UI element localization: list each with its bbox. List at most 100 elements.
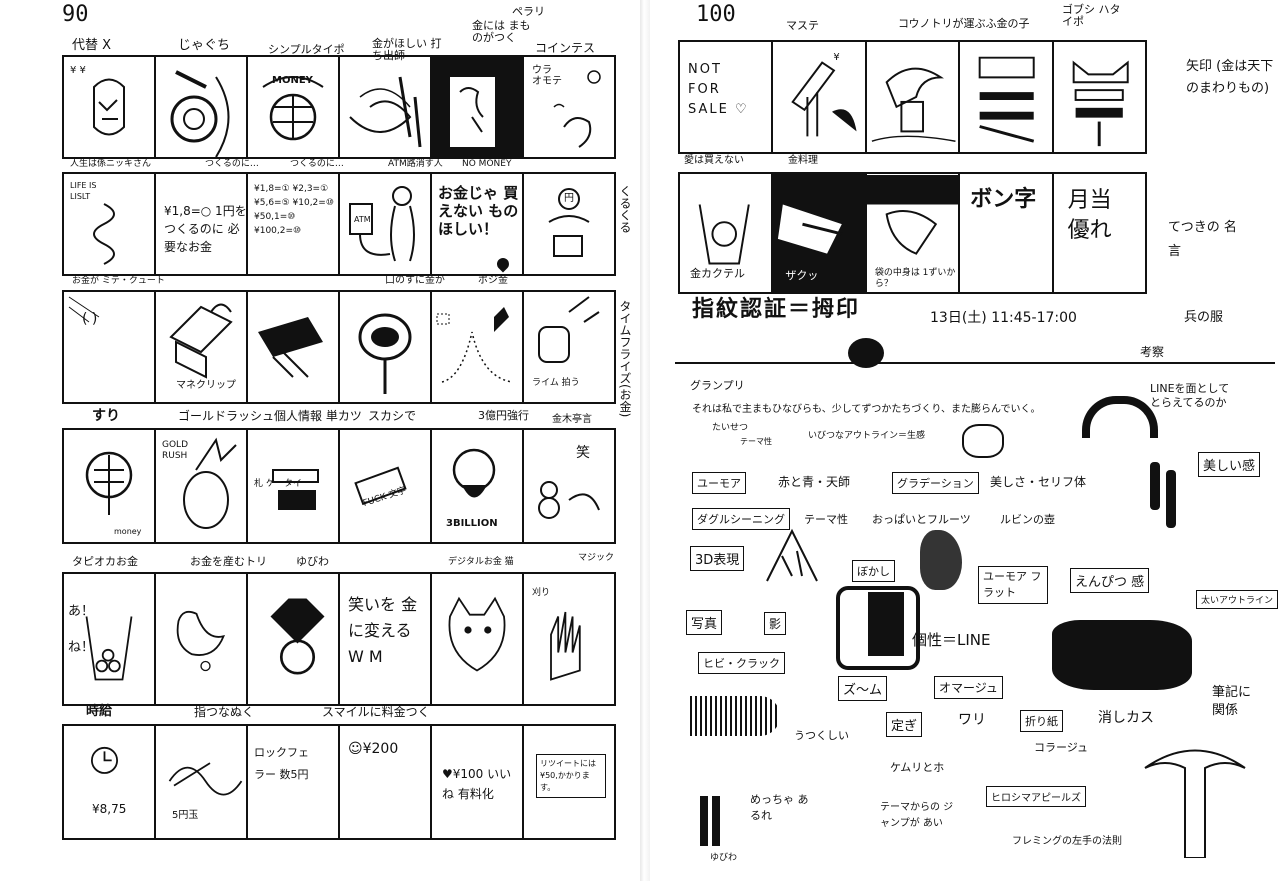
tag-box: ズ〜ム <box>838 676 888 701</box>
tag-text: コラージュ <box>1034 741 1089 754</box>
sketch-drawing <box>452 448 496 498</box>
sketch-panel <box>340 292 432 402</box>
bar-sketch <box>712 796 720 846</box>
page-number: 100 <box>696 2 736 27</box>
panel-text: ¥ <box>833 52 840 63</box>
divider <box>675 362 1275 364</box>
sketch-panel: ¥ <box>773 42 867 152</box>
sketch-drawing <box>272 469 319 510</box>
panel-text: LIFE IS LISLT <box>70 181 97 201</box>
caption: 考察 <box>1140 345 1165 359</box>
sketch-drawing <box>176 610 225 672</box>
sketch-drawing <box>548 188 590 257</box>
panel-text: 3BILLION <box>446 518 498 529</box>
panel-text: ¥ ¥ <box>70 65 86 76</box>
comic-strip-row-6: ¥8,75 5円玉 ロックフェラー 数5円 ☺¥200 ♥¥100 いいね 有料… <box>62 724 616 840</box>
panel-text: ¥1,8=○ 1円をつくるのに 必要なお金 <box>164 204 247 254</box>
panel-text: 月当 優れ <box>1067 188 1112 243</box>
comic-strip-row-3: ( ) マネクリップ ライム 拍う <box>62 290 616 404</box>
panel-text: 笑いを 金に変える W M <box>348 595 418 666</box>
sketch-panel <box>340 57 432 157</box>
tag-text: 消しカス <box>1098 710 1154 726</box>
mushroom-sketch <box>1144 749 1246 858</box>
card-sketch <box>868 592 904 656</box>
page-number: 90 <box>62 2 89 27</box>
right-page: 100 マステ コウノトリが運ぶふ金の子 ゴブシ ハタイポ <box>650 0 1280 881</box>
caption: 口のすに金が <box>385 275 445 286</box>
mountain-sketch <box>766 528 818 582</box>
sketch-panel <box>867 42 961 152</box>
panel-text: ザクッ <box>785 269 819 282</box>
caption: 愛は買えない <box>684 155 744 166</box>
cards-sketch <box>836 586 920 670</box>
sketch-drawing <box>436 307 513 383</box>
sketch-drawing <box>448 596 506 672</box>
panel-text: 円 <box>564 193 574 204</box>
sketch-panel: 袋の中身は 1ずいから？ <box>866 174 961 292</box>
sketch-panel <box>1054 42 1145 152</box>
caption: マステ <box>786 19 819 32</box>
caption: スマイルに料金つく <box>322 705 430 719</box>
caption: NO MONEY <box>462 159 512 169</box>
sketch-drawing <box>169 303 233 379</box>
caption: ゴブシ ハタイポ <box>1062 3 1121 28</box>
sketch-panel: ATM <box>340 174 432 274</box>
sketch-panel: ¥1,8=① ¥2,3=① ¥5,6=⑤ ¥10,2=⑩ ¥50,1=⑩ ¥10… <box>248 174 340 274</box>
sketch-drawing <box>183 437 237 529</box>
bar-sketch <box>700 796 708 846</box>
sketch-panel: LIFE IS LISLT <box>64 174 156 274</box>
caption: ポジ金 <box>478 275 508 286</box>
sketch-drawing <box>978 56 1035 143</box>
sketch-drawing <box>553 70 601 148</box>
caption: お金を産むトリ <box>190 555 267 568</box>
side-note: タイムフライズ(お金) <box>618 300 632 418</box>
tag-box: ダグルシーニング <box>692 508 790 530</box>
sketch-drawing <box>349 76 422 148</box>
caption: テーマ性 <box>740 437 772 446</box>
caption: ATM路消す人 <box>388 159 443 169</box>
bar-sketch <box>1150 462 1160 510</box>
tag-text: テーマ性 <box>804 513 848 526</box>
caption: 3億円強行 <box>478 409 529 422</box>
caption: コウノトリが運ぶふ金の子 <box>898 17 1030 30</box>
panel-text: ボン字 <box>970 187 1037 212</box>
caption: つくるのに… <box>205 159 259 169</box>
sketch-panel: 円 <box>524 174 614 274</box>
comic-strip-row-1: ¥ ¥ MONEY ウラ オモテ <box>62 55 616 159</box>
panel-text: 札 ケータイ <box>254 479 302 489</box>
caption: デジタルお金 猫 <box>448 557 514 567</box>
bold-outline-sketch <box>1052 620 1192 690</box>
side-note: てつきの 名言 <box>1168 220 1237 259</box>
tag-text: 美しさ・セリフ体 <box>990 475 1087 489</box>
side-note: 矢印 (金は天下のまわりもの) <box>1186 59 1274 96</box>
tag-box: 影 <box>764 612 787 635</box>
tag-box: 折り紙 <box>1020 710 1063 732</box>
sketch-panel: 刈り <box>524 574 614 704</box>
panel-text: ライム 拍う <box>532 378 580 388</box>
tag-text: おっぱいとフルーツ <box>872 513 971 526</box>
sketch-drawing <box>258 317 323 378</box>
sketch-panel: money <box>64 430 156 542</box>
left-page: 90 代替 X じゃぐち シンプルタイポ 金がほしい 打ち出師 金には まものが… <box>62 2 632 840</box>
sketch-panel <box>960 42 1054 152</box>
panel-text: ☺¥200 <box>348 741 399 757</box>
comic-strip-row-2: LIFE IS LISLT ¥1,8=○ 1円をつくるのに 必要なお金 ¥1,8… <box>62 172 616 276</box>
tag-text: うつくしい <box>794 729 849 742</box>
sketch-panel: ボン字 <box>960 174 1054 292</box>
caption: 金料理 <box>788 155 818 166</box>
caption: タピオカお金 <box>72 555 138 568</box>
sketch-panel: MONEY <box>248 57 340 157</box>
panel-text: 袋の中身は 1ずいから？ <box>874 268 956 289</box>
tag-box: 太いアウトライン <box>1196 590 1279 609</box>
sketch-panel: ( ) <box>64 292 156 402</box>
sketch-drawing <box>866 175 959 255</box>
sketch-drawing <box>93 78 125 136</box>
sketch-panel: リツイートには ¥50,かかります。 <box>524 726 614 838</box>
tag-text: 個性＝LINE <box>912 631 991 649</box>
panel-text: ♥¥100 いいね 有料化 <box>442 767 512 801</box>
bar-sketch <box>1166 470 1176 528</box>
caption: ペラリ <box>512 5 545 18</box>
sketch-panel: ウラ オモテ <box>524 57 614 157</box>
panel-text: 刈り <box>532 588 551 598</box>
sketch-panel: 笑いを 金に変える W M <box>340 574 432 704</box>
